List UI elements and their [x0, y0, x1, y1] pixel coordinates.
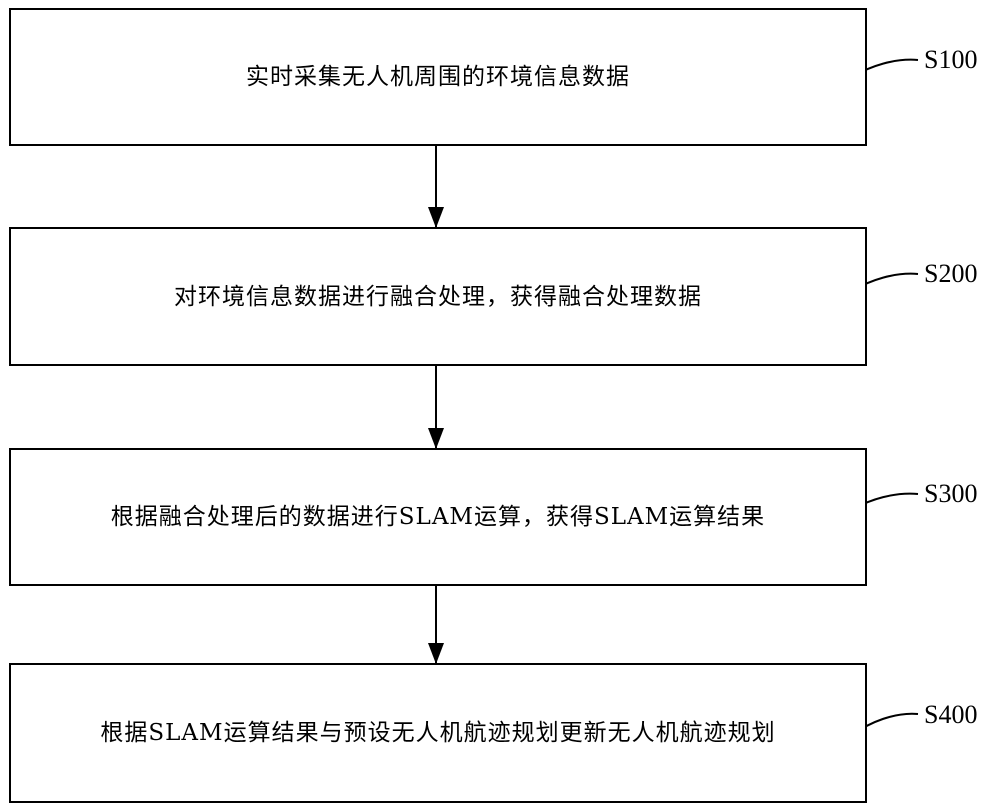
- step-label-s100: S100: [924, 45, 978, 74]
- arrowhead-s300: [428, 428, 444, 449]
- step-label-s300: S300: [924, 479, 978, 508]
- step-box-s200: 对环境信息数据进行融合处理，获得融合处理数据: [9, 227, 867, 366]
- step-label-s200: S200: [924, 259, 978, 288]
- step-box-s400: 根据SLAM运算结果与预设无人机航迹规划更新无人机航迹规划: [9, 663, 867, 803]
- step-label-s400: S400: [924, 700, 978, 729]
- step-text-s300: 根据融合处理后的数据进行SLAM运算，获得SLAM运算结果: [110, 504, 766, 530]
- step-text-s400: 根据SLAM运算结果与预设无人机航迹规划更新无人机航迹规划: [100, 720, 776, 746]
- step-text-s100: 实时采集无人机周围的环境信息数据: [246, 64, 630, 90]
- step-text-s200: 对环境信息数据进行融合处理，获得融合处理数据: [174, 283, 702, 310]
- arrowhead-s400: [428, 643, 444, 664]
- arrowhead-s200: [428, 207, 444, 228]
- step-box-s300: 根据融合处理后的数据进行SLAM运算，获得SLAM运算结果: [9, 448, 867, 586]
- step-box-s100: 实时采集无人机周围的环境信息数据: [9, 8, 867, 146]
